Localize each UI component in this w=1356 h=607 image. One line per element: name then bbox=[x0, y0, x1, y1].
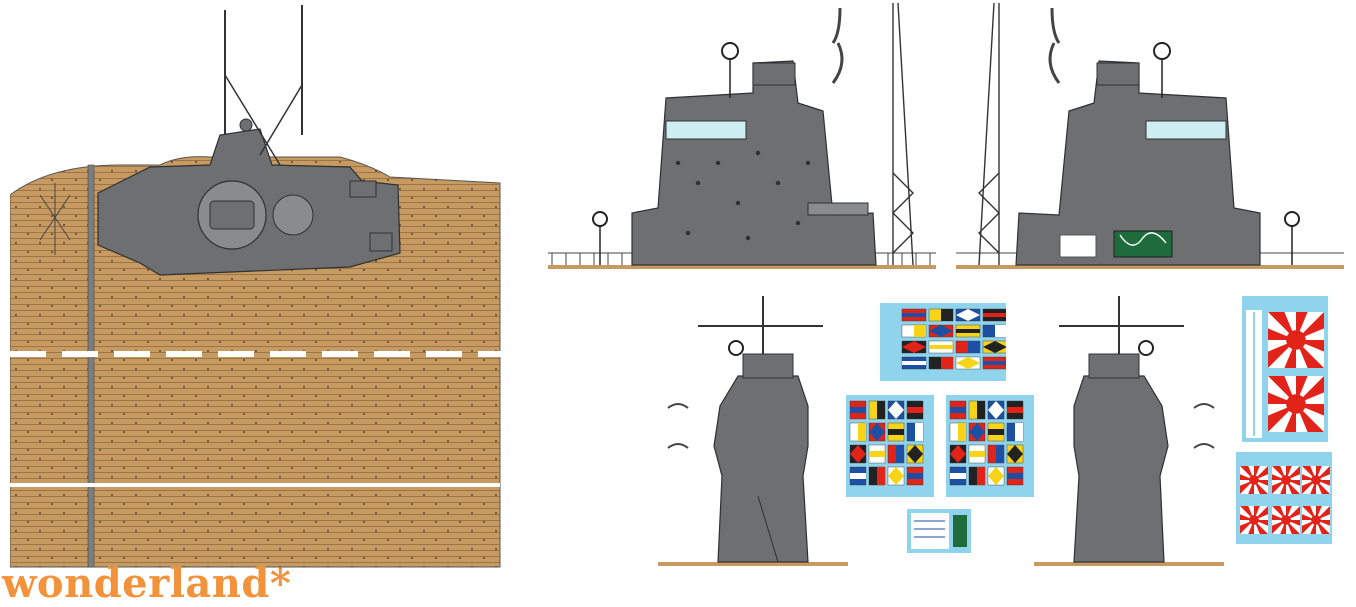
signal-flag-icon bbox=[968, 400, 986, 420]
signal-flag-icon bbox=[949, 466, 967, 486]
life-ring-icon bbox=[1153, 42, 1171, 98]
signal-flag-icon bbox=[987, 466, 1005, 486]
signal-flag-icon bbox=[955, 324, 981, 338]
signal-flag-icon bbox=[968, 466, 986, 486]
signal-flag-icon bbox=[906, 400, 924, 420]
name-plate-decal bbox=[907, 509, 971, 553]
deck-plan-top-view bbox=[10, 5, 502, 570]
island-side-elevation-right bbox=[952, 3, 1344, 275]
signal-flag-icon bbox=[849, 400, 867, 420]
brand-logo: wonderland* bbox=[2, 560, 292, 607]
signal-flag-decal-sheet-top bbox=[880, 303, 1006, 381]
signal-flag-icon bbox=[928, 340, 954, 354]
rising-sun-ensign-icon bbox=[1236, 452, 1332, 544]
signal-flag-icon bbox=[1006, 444, 1024, 464]
signal-flag-icon bbox=[906, 444, 924, 464]
signal-flag-icon bbox=[1006, 400, 1024, 420]
signal-flag-icon bbox=[987, 422, 1005, 442]
life-ring-icon bbox=[1284, 211, 1300, 265]
signal-flag-icon bbox=[868, 400, 886, 420]
signal-flag-icon bbox=[955, 308, 981, 322]
signal-flag-icon bbox=[868, 444, 886, 464]
rising-sun-ensign-icon bbox=[1242, 296, 1328, 442]
signal-flag-icon bbox=[887, 444, 905, 464]
island-side-elevation-left bbox=[548, 3, 940, 275]
island-front-view bbox=[658, 296, 848, 568]
signal-flag-icon bbox=[901, 324, 927, 338]
signal-flag-icon bbox=[849, 466, 867, 486]
signal-flag-icon bbox=[1006, 466, 1024, 486]
signal-flag-icon bbox=[982, 308, 1006, 322]
signal-flag-icon bbox=[928, 356, 954, 370]
signal-flag-icon bbox=[901, 340, 927, 354]
signal-flag-icon bbox=[906, 466, 924, 486]
signal-flag-icon bbox=[928, 324, 954, 338]
signal-flag-icon bbox=[901, 356, 927, 370]
signal-flag-icon bbox=[982, 340, 1006, 354]
signal-flag-icon bbox=[901, 308, 927, 322]
signal-flag-icon bbox=[949, 422, 967, 442]
life-ring-icon bbox=[592, 211, 608, 265]
signal-flag-icon bbox=[968, 444, 986, 464]
life-ring-icon bbox=[728, 340, 744, 356]
signal-flag-icon bbox=[949, 444, 967, 464]
signal-flag-icon bbox=[928, 308, 954, 322]
signal-flag-icon bbox=[887, 422, 905, 442]
signal-flag-icon bbox=[982, 324, 1006, 338]
green-panel-decal bbox=[1113, 230, 1173, 258]
signal-flag-icon bbox=[887, 466, 905, 486]
island-rear-view bbox=[1034, 296, 1224, 568]
signal-flag-icon bbox=[968, 422, 986, 442]
signal-flag-icon bbox=[987, 400, 1005, 420]
signal-flag-icon bbox=[906, 422, 924, 442]
signal-flag-icon bbox=[849, 444, 867, 464]
deck-white-stripe bbox=[10, 483, 500, 487]
signal-flag-icon bbox=[868, 466, 886, 486]
signal-flag-icon bbox=[1006, 422, 1024, 442]
life-ring-icon bbox=[1138, 340, 1154, 356]
signal-flag-icon bbox=[955, 356, 981, 370]
deck-centerline-dashes bbox=[10, 351, 502, 357]
signal-flag-icon bbox=[949, 400, 967, 420]
signal-flag-decal-sheet-right bbox=[946, 395, 1034, 497]
signal-flag-icon bbox=[868, 422, 886, 442]
signal-flag-icon bbox=[982, 356, 1006, 370]
signal-flag-decal-sheet-left bbox=[846, 395, 934, 497]
signal-flag-icon bbox=[987, 444, 1005, 464]
life-ring-icon bbox=[721, 42, 739, 98]
signal-flag-icon bbox=[849, 422, 867, 442]
deck-rail-track bbox=[87, 164, 95, 568]
signal-flag-icon bbox=[955, 340, 981, 354]
signal-flag-icon bbox=[887, 400, 905, 420]
